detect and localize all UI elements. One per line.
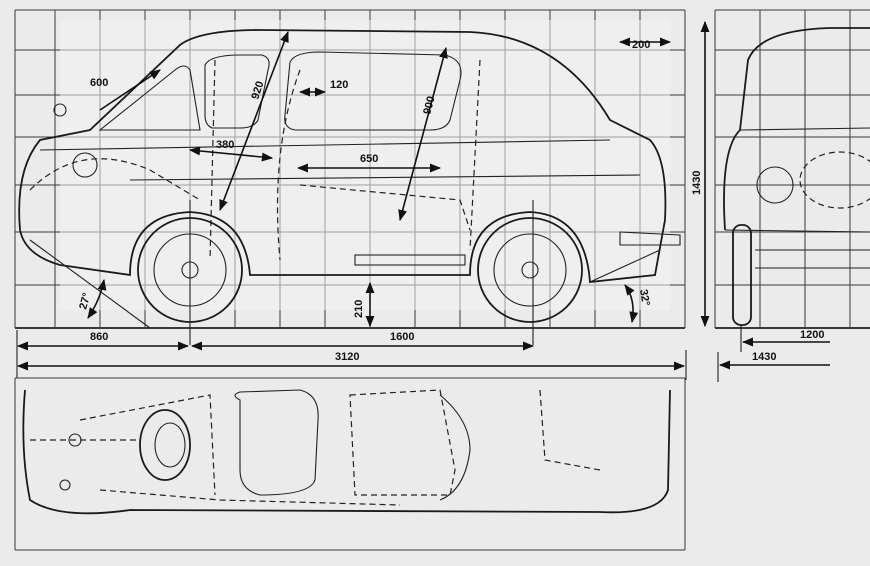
dim-front-legroom: 380 <box>216 139 234 151</box>
dim-overall-length: 3120 <box>335 351 359 363</box>
side-view <box>18 20 681 345</box>
dim-front-width: 1430 <box>752 351 776 363</box>
dim-front-headroom: 920 <box>249 80 266 101</box>
dim-front-overhang: 860 <box>90 331 108 343</box>
dim-roof-overhang: 200 <box>632 39 650 51</box>
dim-approach-angle: 27° <box>77 292 93 311</box>
dim-rear-headroom: 900 <box>421 95 437 116</box>
dim-front-track: 1200 <box>800 329 824 341</box>
top-view <box>14 377 686 551</box>
front-view: 1430 1200 1430 <box>691 9 870 382</box>
side-dimensions: 200 600 920 120 900 380 650 27° 210 32° … <box>16 30 687 380</box>
dim-windshield: 600 <box>90 77 108 89</box>
dim-rear-legroom: 650 <box>360 153 378 165</box>
dim-departure-angle: 32° <box>637 288 652 306</box>
dim-front-height: 1430 <box>691 171 703 195</box>
dim-wheelbase: 1600 <box>390 331 414 343</box>
dim-door-pillar: 120 <box>330 79 348 91</box>
dim-ground-clearance: 210 <box>353 300 365 318</box>
